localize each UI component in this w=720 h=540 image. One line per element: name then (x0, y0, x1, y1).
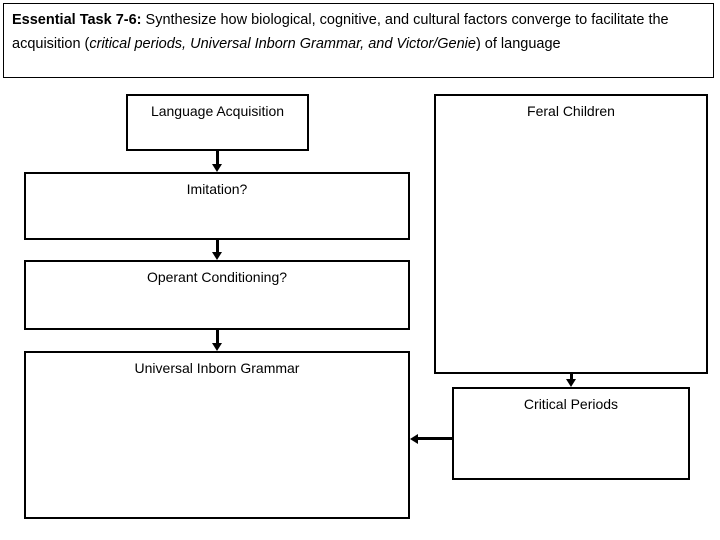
node-universal-inborn-grammar[interactable]: Universal Inborn Grammar (24, 351, 410, 519)
connector-operant-conditioning-to-universal-inborn-grammar (216, 330, 219, 343)
connector-feral-children-to-critical-periods (570, 374, 573, 380)
node-critical-periods[interactable]: Critical Periods (452, 387, 690, 480)
arrow-left-icon (410, 434, 418, 444)
essential-task-text: Essential Task 7-6: Synthesize how biolo… (12, 8, 706, 56)
essential-task-body-last: ) of language (475, 36, 561, 52)
essential-task-banner: Essential Task 7-6: Synthesize how biolo… (3, 3, 714, 78)
essential-task-body-first: Synthesize how biological, cognitive, an… (12, 12, 669, 52)
connector-critical-periods-to-universal-inborn-grammar (418, 437, 452, 440)
arrow-down-icon (212, 343, 222, 351)
node-imitation[interactable]: Imitation? (24, 172, 410, 240)
connector-language-acquisition-to-imitation (216, 151, 219, 165)
node-operant-conditioning-label: Operant Conditioning? (146, 269, 288, 285)
node-universal-inborn-grammar-label: Universal Inborn Grammar (134, 360, 300, 376)
arrow-down-icon (212, 164, 222, 172)
connector-imitation-to-operant-conditioning (216, 240, 219, 252)
node-critical-periods-label: Critical Periods (523, 396, 619, 412)
essential-task-label: Essential Task 7-6: (12, 12, 142, 28)
node-feral-children[interactable]: Feral Children (434, 94, 708, 374)
arrow-down-icon (566, 379, 576, 387)
essential-task-body-italic: critical periods, Universal Inborn Gramm… (89, 36, 476, 52)
node-feral-children-label: Feral Children (527, 103, 615, 119)
arrow-down-icon (212, 252, 222, 260)
node-imitation-label: Imitation? (186, 181, 248, 197)
node-language-acquisition-label: Language Acquisition (150, 103, 285, 119)
node-language-acquisition[interactable]: Language Acquisition (126, 94, 309, 151)
node-operant-conditioning[interactable]: Operant Conditioning? (24, 260, 410, 330)
